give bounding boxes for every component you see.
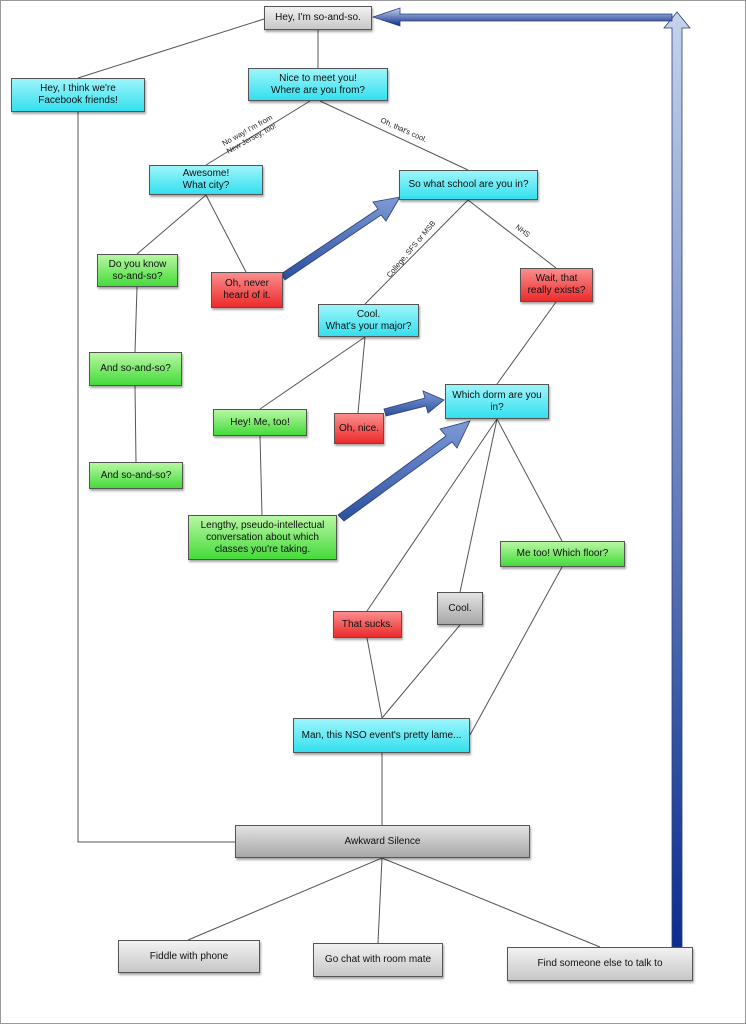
edge-dorm-cool xyxy=(459,418,498,593)
node-hey: Hey, I'm so-and-so. xyxy=(264,6,372,30)
edge-awesome-know xyxy=(136,194,207,255)
edge-label-college: College, SFS or MSB xyxy=(385,219,438,279)
edge-school-major xyxy=(364,199,469,305)
edge-silence-phone xyxy=(187,857,383,941)
node-lengthy: Lengthy, pseudo-intellectual conversatio… xyxy=(188,515,337,560)
edge-facebook-silence xyxy=(77,112,235,843)
edge-label-new-jersey: No way! I'm fromNew Jersey, too! xyxy=(221,113,279,156)
edge-dorm-sucks xyxy=(366,418,498,612)
node-and2: And so-and-so? xyxy=(89,462,183,489)
arrow-top-to-hey xyxy=(371,7,673,27)
edge-dorm-floor xyxy=(496,418,563,542)
edge-silence-someone xyxy=(381,857,601,948)
edge-awesome-never xyxy=(205,194,247,273)
node-silence: Awkward Silence xyxy=(235,825,530,858)
node-exists: Wait, that really exists? xyxy=(520,268,593,302)
node-major: Cool. What's your major? xyxy=(318,304,419,337)
edge-sucks-lame xyxy=(366,637,383,719)
node-lame: Man, this NSO event's pretty lame... xyxy=(293,718,470,753)
node-and1: And so-and-so? xyxy=(89,352,182,386)
node-awesome: Awesome! What city? xyxy=(149,165,263,195)
node-ohnice: Oh, nice. xyxy=(334,413,384,444)
node-roommate: Go chat with room mate xyxy=(313,943,443,977)
edge-cool-lame xyxy=(381,624,461,719)
node-know: Do you know so-and-so? xyxy=(97,254,178,287)
node-someone: Find someone else to talk to xyxy=(507,947,693,981)
node-facebook: Hey, I think we're Facebook friends! xyxy=(11,78,145,112)
edge-major-ohnice xyxy=(357,336,366,414)
arrow-someone-back-to-hey xyxy=(663,11,691,948)
node-phone: Fiddle with phone xyxy=(118,940,260,973)
node-floor: Me too! Which floor? xyxy=(500,541,625,567)
node-nice: Nice to meet you! Where are you from? xyxy=(248,68,388,101)
edge-silence-roommate xyxy=(377,857,383,944)
arrow-never-to-school xyxy=(280,196,401,281)
edge-and1-and2 xyxy=(134,385,137,463)
edge-nice-awesome xyxy=(205,100,311,166)
arrow-lengthy-to-dorm xyxy=(337,420,471,522)
edge-nice-school xyxy=(319,100,469,171)
arrow-ohnice-to-dorm xyxy=(383,390,445,417)
node-dorm: Which dorm are you in? xyxy=(445,384,549,419)
edge-know-and1 xyxy=(134,286,138,353)
edge-metoo-lengthy xyxy=(259,435,263,516)
node-school: So what school are you in? xyxy=(399,170,538,200)
node-metoo: Hey! Me, too! xyxy=(213,409,307,436)
node-cool: Cool. xyxy=(437,592,483,625)
node-never: Oh, never heard of it. xyxy=(211,272,283,308)
node-sucks: That sucks. xyxy=(333,611,402,638)
edge-hey-facebook xyxy=(77,18,265,79)
edge-exists-dorm xyxy=(496,301,557,385)
edge-school-exists xyxy=(467,199,557,269)
edge-floor-lame xyxy=(469,566,563,736)
edge-major-metoo xyxy=(259,336,366,410)
edge-label-nhs: NHS xyxy=(514,222,532,239)
